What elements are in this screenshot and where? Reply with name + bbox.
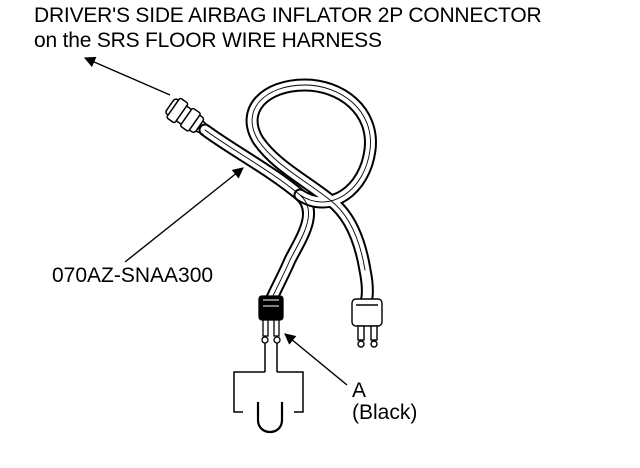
harness-cable <box>198 78 377 309</box>
connector-a-letter: A <box>352 379 367 402</box>
connector-a-color: (Black) <box>352 401 418 424</box>
connector-title-line-2: on the SRS FLOOR WIRE HARNESS <box>34 29 382 52</box>
inflator-2p-connector <box>165 97 210 136</box>
short-connector-bracket <box>233 343 304 434</box>
connector-title-line-1: DRIVER'S SIDE AIRBAG INFLATOR 2P CONNECT… <box>34 4 542 27</box>
part-number-label: 070AZ-SNAA300 <box>52 264 214 287</box>
title-leader-arrow <box>83 56 171 96</box>
part-number-leader-arrow <box>124 167 244 263</box>
connector-a-leader-arrow <box>284 333 348 386</box>
connector-a-black <box>258 295 284 344</box>
secondary-2p-connector <box>351 298 383 348</box>
